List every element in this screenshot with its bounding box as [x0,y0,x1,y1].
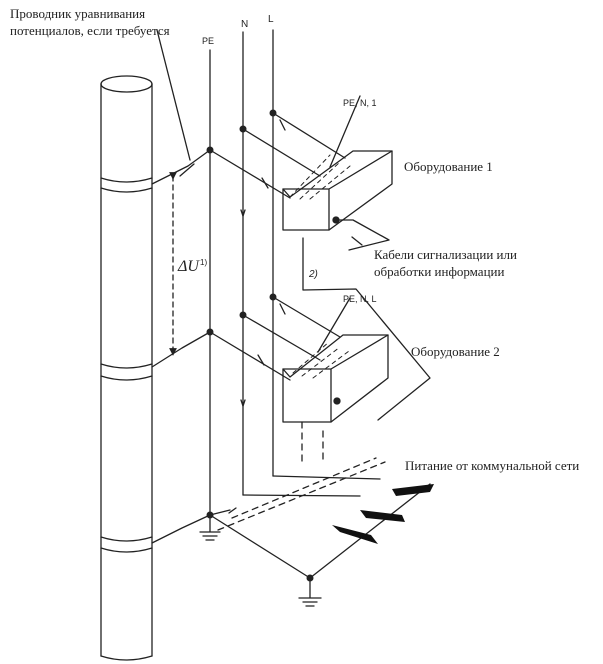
pe-label: PE [202,36,215,46]
junction-dots [206,109,314,582]
ground-symbol-pe [199,514,221,541]
bonding-conductors [151,29,211,544]
cables-label-line1: Кабели сигнализации или [374,247,517,262]
equipment-1-conductors-label: PE, N, 1 [343,98,377,108]
equipment-2-box [282,334,389,423]
conductor-label-line2: потенциалов, если требуется [10,23,170,38]
l-label: L [268,14,274,25]
footnote-2-label: 2) [309,269,318,280]
equipment-1-label: Оборудование 1 [404,159,493,174]
conductor-label-line1: Проводник уравнивания [10,6,146,21]
power-supply-label: Питание от коммунальной сети [405,458,580,473]
signal-cable [302,219,431,421]
equipment-2-conductors-label: PE, N, L [343,294,377,304]
delta-u-label: ΔU [178,258,199,275]
equipment-2-wiring [209,296,351,381]
equipment-1-wiring [209,95,361,199]
n-conductor [240,31,246,496]
ground-symbol-supply [298,577,322,607]
equipment-2-label: Оборудование 2 [411,344,500,359]
delta-u-footnote: 1) [200,258,208,267]
n-label: N [241,19,249,30]
steel-column [100,75,153,661]
cables-label-line2: обработки информации [374,264,505,279]
supply-cable-bars [332,484,434,544]
